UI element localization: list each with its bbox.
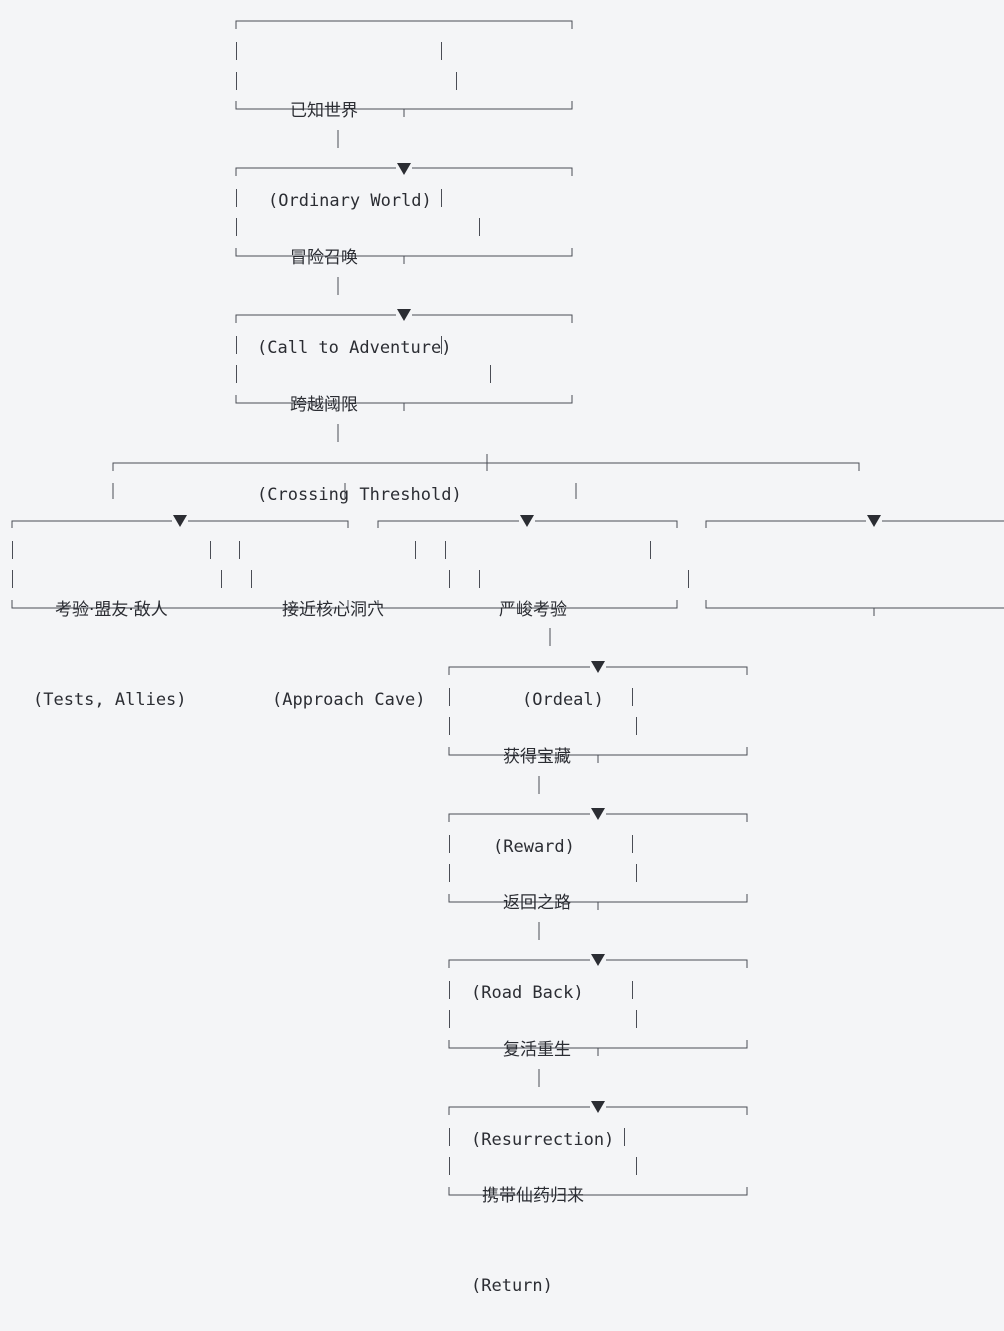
box-ordeal — [377, 520, 678, 609]
side-bar — [636, 1157, 637, 1175]
node-reward: 获得宝藏 (Reward) — [460, 682, 640, 892]
side-bar — [636, 1010, 637, 1028]
side-bar — [490, 365, 491, 383]
node-ordinary-world: 已知世界 (Ordinary World) — [250, 36, 432, 246]
node-crossing-threshold: 跨越阈限 (Crossing Threshold) — [250, 330, 490, 540]
box-ordinary-world — [235, 20, 573, 117]
node-zh-label: 已知世界 — [290, 101, 358, 121]
side-bar — [236, 336, 237, 354]
arrowheads — [173, 163, 881, 1113]
arrow-down-icon — [867, 515, 881, 527]
side-bar — [441, 42, 442, 60]
side-bar — [210, 541, 211, 559]
node-zh-label: 复活重生 — [503, 1040, 571, 1060]
box-return — [448, 1106, 748, 1196]
side-bar — [479, 218, 480, 236]
arrow-down-icon — [591, 954, 605, 966]
box-crossing-threshold — [235, 314, 573, 411]
side-bar — [479, 570, 480, 588]
arrow-down-icon — [173, 515, 187, 527]
side-bar — [239, 541, 240, 559]
node-zh-label: 携带仙药归来 — [482, 1186, 584, 1206]
node-zh-label: 获得宝藏 — [503, 747, 571, 767]
node-resurrection: 复活重生 (Resurrection) — [460, 975, 640, 1185]
node-en-label: (Resurrection) — [471, 1130, 615, 1150]
side-bar — [236, 189, 237, 207]
side-bar — [449, 835, 450, 853]
side-bar — [441, 189, 442, 207]
side-bar — [449, 1128, 450, 1146]
arrow-down-icon — [520, 515, 534, 527]
side-bar — [449, 981, 450, 999]
side-bar — [449, 717, 450, 735]
node-en-label: (Ordinary World) — [268, 191, 432, 211]
node-en-label: (Return) — [471, 1276, 553, 1296]
side-bar — [12, 570, 13, 588]
side-bar — [449, 1010, 450, 1028]
node-return: 携带仙药归来 (Return) — [460, 1121, 640, 1331]
side-bar — [445, 541, 446, 559]
arrow-down-icon — [397, 163, 411, 175]
arrow-down-icon — [591, 661, 605, 673]
node-en-label: (Call to Adventure) — [257, 338, 452, 358]
node-ordeal: 严峻考验 (Ordeal) — [456, 535, 656, 745]
side-bar — [636, 864, 637, 882]
box-tests-allies — [11, 520, 349, 609]
side-bar — [236, 218, 237, 236]
node-en-label: (Reward) — [493, 837, 575, 857]
box-resurrection — [448, 959, 748, 1056]
side-bar — [449, 688, 450, 706]
node-call-to-adventure: 冒险召唤 (Call to Adventure) — [250, 183, 480, 393]
side-bar — [624, 1128, 625, 1146]
node-en-label: (Road Back) — [471, 983, 584, 1003]
side-bar — [632, 981, 633, 999]
node-zh-label: 返回之路 — [503, 893, 571, 913]
node-zh-label: 冒险召唤 — [290, 248, 358, 268]
side-bar — [456, 72, 457, 90]
node-zh-label: 接近核心洞穴 — [282, 600, 384, 620]
side-bar — [221, 570, 222, 588]
side-bar — [251, 570, 252, 588]
box-road-back — [448, 813, 748, 910]
side-bar — [650, 541, 651, 559]
side-bar — [415, 541, 416, 559]
node-zh-label: 跨越阈限 — [290, 395, 358, 415]
side-bar — [688, 570, 689, 588]
side-bar — [236, 365, 237, 383]
side-bar — [632, 688, 633, 706]
arrow-down-icon — [591, 1101, 605, 1113]
node-tests-allies: 考验·盟友·敌人 (Tests, Allies) — [22, 535, 212, 745]
side-bar — [441, 336, 442, 354]
side-bar — [449, 570, 450, 588]
diagram-lines — [11, 20, 1004, 1196]
node-en-label: (Approach Cave) — [272, 690, 426, 710]
side-bar — [632, 835, 633, 853]
hero-journey-diagram — [11, 20, 1004, 1196]
node-en-label: (Tests, Allies) — [33, 690, 187, 710]
node-zh-label: 严峻考验 — [499, 600, 567, 620]
box-right-empty — [705, 520, 1004, 616]
side-bar — [236, 72, 237, 90]
arrow-down-icon — [591, 808, 605, 820]
arrow-down-icon — [397, 309, 411, 321]
node-zh-label: 考验·盟友·敌人 — [55, 600, 168, 620]
side-bar — [636, 717, 637, 735]
side-bar — [449, 864, 450, 882]
node-en-label: (Crossing Threshold) — [257, 485, 462, 505]
node-road-back: 返回之路 (Road Back) — [460, 828, 640, 1038]
side-bar — [449, 1157, 450, 1175]
node-en-label: (Ordeal) — [522, 690, 604, 710]
node-approach-cave: 接近核心洞穴 (Approach Cave) — [254, 535, 454, 745]
box-reward — [448, 666, 748, 763]
branch-bar — [112, 454, 860, 499]
side-bar — [236, 42, 237, 60]
box-call-to-adventure — [235, 167, 573, 264]
side-bar — [12, 541, 13, 559]
